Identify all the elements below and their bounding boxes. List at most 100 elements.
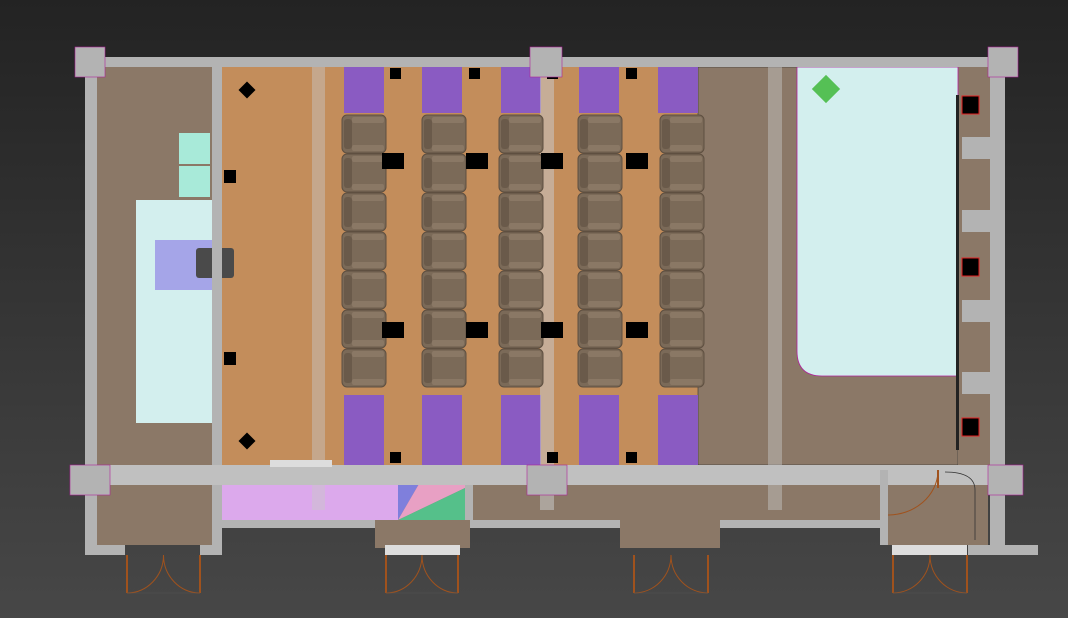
partition-line	[956, 95, 959, 450]
seat-arm	[670, 184, 702, 190]
green-triangle	[398, 488, 465, 520]
seating-area	[341, 114, 705, 388]
wall-bottom	[720, 520, 880, 528]
seat-body	[421, 348, 467, 388]
speaker-icon	[238, 432, 256, 450]
seat-arm	[352, 117, 384, 123]
seat-back	[344, 236, 352, 266]
column-icon	[987, 464, 1024, 496]
wall-niche	[962, 137, 990, 159]
seat-back	[662, 236, 670, 266]
seat-arm	[670, 340, 702, 346]
door-header	[385, 545, 460, 555]
armchair-icon	[659, 348, 705, 388]
seat-arm	[588, 184, 620, 190]
seat-body	[421, 192, 467, 232]
seat-arm	[670, 195, 702, 201]
armchair-icon	[421, 270, 467, 310]
wall-partition	[465, 485, 473, 520]
seat-arm	[432, 145, 464, 151]
seat-arm	[588, 223, 620, 229]
seat-arm	[588, 156, 620, 162]
speaker-icon	[541, 322, 563, 338]
wall-bottom	[470, 520, 620, 528]
seat-arm	[670, 156, 702, 162]
mint-block-bottom	[179, 166, 210, 197]
armchair-icon	[498, 309, 544, 349]
armchair-icon	[577, 192, 623, 232]
speaker-icon	[224, 170, 236, 183]
speaker-icon	[626, 322, 648, 338]
armchair-icon	[421, 231, 467, 271]
seat-back	[501, 353, 509, 383]
seat-body	[577, 192, 623, 232]
seat-arm	[352, 262, 384, 268]
armchair-icon	[498, 153, 544, 193]
wall-left	[85, 57, 97, 555]
seat-back	[344, 197, 352, 227]
column-icon	[69, 464, 111, 496]
speakers	[224, 68, 648, 463]
speaker-icon	[382, 153, 404, 169]
door-header	[270, 460, 332, 467]
speaker-icon	[961, 95, 980, 115]
wall-niche	[962, 372, 990, 394]
seat-arm	[588, 117, 620, 123]
seat-body	[341, 270, 387, 310]
seat-arm	[509, 301, 541, 307]
seat-body	[577, 270, 623, 310]
seat-arm	[432, 312, 464, 318]
seat-arm	[352, 301, 384, 307]
seat-arm	[352, 184, 384, 190]
seat-arm	[432, 262, 464, 268]
armchair-icon	[341, 153, 387, 193]
speaker-icon	[390, 68, 401, 79]
seat-back	[662, 314, 670, 344]
right-wall-fixtures	[961, 95, 990, 437]
seat-body	[421, 231, 467, 271]
armchair-icon	[341, 192, 387, 232]
seat-arm	[352, 351, 384, 357]
aisle-block-bottom	[344, 395, 384, 465]
aisle-block-top	[422, 67, 462, 113]
seat-arm	[432, 223, 464, 229]
seat-arm	[352, 195, 384, 201]
seat-body	[498, 231, 544, 271]
wall-niche	[962, 300, 990, 322]
aisle-block-top	[579, 67, 619, 113]
seat-body	[659, 114, 705, 154]
seat-arm	[588, 340, 620, 346]
seat-arm	[588, 234, 620, 240]
seat-arm	[352, 312, 384, 318]
seat-arm	[432, 351, 464, 357]
seat-body	[341, 192, 387, 232]
seat-body	[498, 270, 544, 310]
seat-back	[662, 353, 670, 383]
armchair-icon	[341, 114, 387, 154]
seat-arm	[670, 234, 702, 240]
column-icon	[526, 464, 568, 496]
seat-arm	[432, 117, 464, 123]
armchair-icon	[341, 348, 387, 388]
seat-arm	[432, 195, 464, 201]
marker-diamond-icon	[811, 74, 841, 104]
column-icon	[74, 46, 106, 78]
door-swing-icon	[944, 471, 976, 540]
seat-back	[580, 197, 588, 227]
seat-arm	[670, 351, 702, 357]
seat-back	[344, 119, 352, 149]
speaker-icon	[382, 322, 404, 338]
armchair-icon	[659, 153, 705, 193]
seat-arm	[432, 273, 464, 279]
armchair-icon	[577, 153, 623, 193]
seat-arm	[509, 156, 541, 162]
wall-niche	[962, 210, 990, 232]
seat-back	[580, 353, 588, 383]
speaker-icon	[469, 68, 480, 79]
bottom-left-room-floor	[97, 485, 212, 545]
seat-body	[421, 114, 467, 154]
seat-back	[424, 158, 432, 188]
door-swing-icon	[670, 554, 709, 594]
seat-arm	[670, 301, 702, 307]
